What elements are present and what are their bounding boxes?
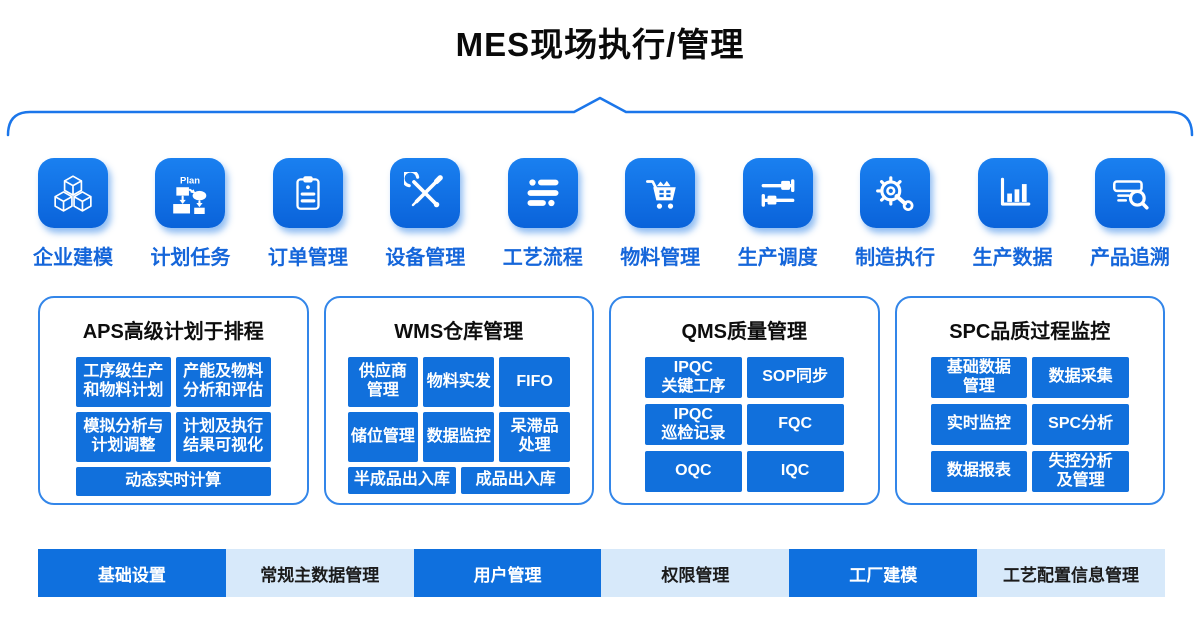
feature-cell: 工序级生产 和物料计划 [76, 357, 171, 407]
subsystem-panels: APS高级计划于排程 工序级生产 和物料计划 产能及物料 分析和评估 模拟分析与… [38, 296, 1165, 505]
feature-cell: OQC [645, 451, 742, 492]
feature-cell: IPQC 关键工序 [645, 357, 742, 398]
module-material-management: 物料管理 [620, 158, 700, 270]
foundation-segment-basic-settings: 基础设置 [38, 549, 226, 597]
module-manufacturing-execution: 制造执行 [855, 158, 935, 270]
module-plan-tasks: Plan 计划任务 [150, 158, 230, 270]
feature-cell: IPQC 巡检记录 [645, 404, 742, 445]
gear-wrench-icon [860, 158, 931, 228]
feature-cell: 基础数据 管理 [930, 357, 1028, 398]
foundation-segment-master-data: 常规主数据管理 [225, 549, 414, 597]
panel-grid: IPQC 关键工序 SOP同步 IPQC 巡检记录 FQC OQC IQC [611, 357, 878, 492]
cart-icon [625, 158, 696, 228]
foundation-segment-permission-management: 权限管理 [601, 549, 790, 597]
feature-cell: FQC [746, 404, 844, 445]
foundation-segment-user-management: 用户管理 [413, 549, 602, 597]
module-label: 工艺流程 [502, 247, 583, 269]
panel-spc: SPC品质过程监控 基础数据 管理 数据采集 实时监控 SPC分析 数据报表 失… [894, 296, 1165, 505]
feature-cell: 实时监控 [930, 404, 1028, 445]
module-equipment-management: 设备管理 [385, 158, 465, 270]
module-label: 产品追溯 [1089, 247, 1170, 269]
panel-aps: APS高级计划于排程 工序级生产 和物料计划 产能及物料 分析和评估 模拟分析与… [38, 296, 309, 505]
feature-cell: 数据采集 [1032, 357, 1129, 398]
feature-cell: SPC分析 [1032, 404, 1129, 445]
module-label: 生产数据 [972, 247, 1053, 269]
module-label: 物料管理 [620, 247, 701, 269]
top-brace-line [6, 96, 1194, 137]
panel-wms: WMS仓库管理 供应商 管理 物料实发 FIFO 储位管理 数据监控 呆滞品 处… [323, 296, 594, 505]
foundation-bar: 基础设置 常规主数据管理 用户管理 权限管理 工厂建模 工艺配置信息管理 [38, 549, 1165, 597]
panel-grid: 基础数据 管理 数据采集 实时监控 SPC分析 数据报表 失控分析 及管理 [897, 357, 1164, 492]
feature-cell: 产能及物料 分析和评估 [175, 357, 271, 407]
panel-grid: 工序级生产 和物料计划 产能及物料 分析和评估 模拟分析与 计划调整 计划及执行… [40, 357, 307, 496]
sliders-icon [742, 158, 813, 228]
feature-cell: 储位管理 [347, 412, 419, 462]
panel-title: QMS质量管理 [681, 321, 808, 343]
feature-cell: 呆滞品 处理 [499, 412, 570, 462]
module-label: 设备管理 [385, 247, 466, 269]
feature-cell: IQC [746, 451, 844, 492]
panel-qms: QMS质量管理 IPQC 关键工序 SOP同步 IPQC 巡检记录 FQC OQ… [609, 296, 880, 505]
module-process-flow: 工艺流程 [503, 158, 583, 270]
module-order-management: 订单管理 [268, 158, 348, 270]
module-label: 生产调度 [737, 247, 818, 269]
module-label: 计划任务 [150, 247, 231, 269]
tools-icon [390, 158, 461, 228]
cubes-icon [38, 158, 108, 228]
plan-icon-text: Plan [180, 176, 200, 187]
feature-cell: 半成品出入库 [347, 467, 457, 494]
page-title: MES现场执行/管理 [455, 26, 745, 63]
clipboard-icon [272, 158, 343, 228]
feature-cell: 模拟分析与 计划调整 [76, 412, 171, 462]
feature-cell: 成品出入库 [461, 467, 570, 494]
feature-cell: 数据报表 [930, 451, 1028, 492]
feature-cell: 物料实发 [423, 357, 495, 407]
feature-cell: 数据监控 [423, 412, 495, 462]
feature-cell: FIFO [499, 357, 570, 407]
panel-title: APS高级计划于排程 [82, 321, 264, 343]
feature-cell: 失控分析 及管理 [1032, 451, 1129, 492]
module-icon-row: 企业建模 Plan 计划任务 订单管理 [33, 158, 1170, 270]
panel-title: WMS仓库管理 [394, 321, 524, 343]
panel-grid: 供应商 管理 物料实发 FIFO 储位管理 数据监控 呆滞品 处理 半成品出入库… [326, 357, 593, 494]
feature-cell: 动态实时计算 [76, 467, 271, 496]
foundation-segment-factory-modeling: 工厂建模 [789, 549, 978, 597]
module-production-scheduling: 生产调度 [738, 158, 818, 270]
module-production-data: 生产数据 [973, 158, 1053, 270]
plan-flowchart-icon: Plan [155, 158, 226, 228]
module-label: 企业建模 [33, 247, 113, 269]
foundation-segment-process-config: 工艺配置信息管理 [977, 549, 1165, 597]
process-flow-icon [507, 158, 578, 228]
feature-cell: SOP同步 [746, 357, 844, 398]
bar-chart-icon [977, 158, 1048, 228]
module-label: 订单管理 [267, 247, 348, 269]
module-product-tracing: 产品追溯 [1090, 158, 1170, 270]
module-enterprise-modeling: 企业建模 [33, 158, 113, 270]
module-label: 制造执行 [855, 247, 936, 269]
trace-search-icon [1094, 158, 1165, 228]
feature-cell: 供应商 管理 [347, 357, 419, 407]
panel-title: SPC品质过程监控 [949, 321, 1111, 343]
feature-cell: 计划及执行 结果可视化 [175, 412, 271, 462]
